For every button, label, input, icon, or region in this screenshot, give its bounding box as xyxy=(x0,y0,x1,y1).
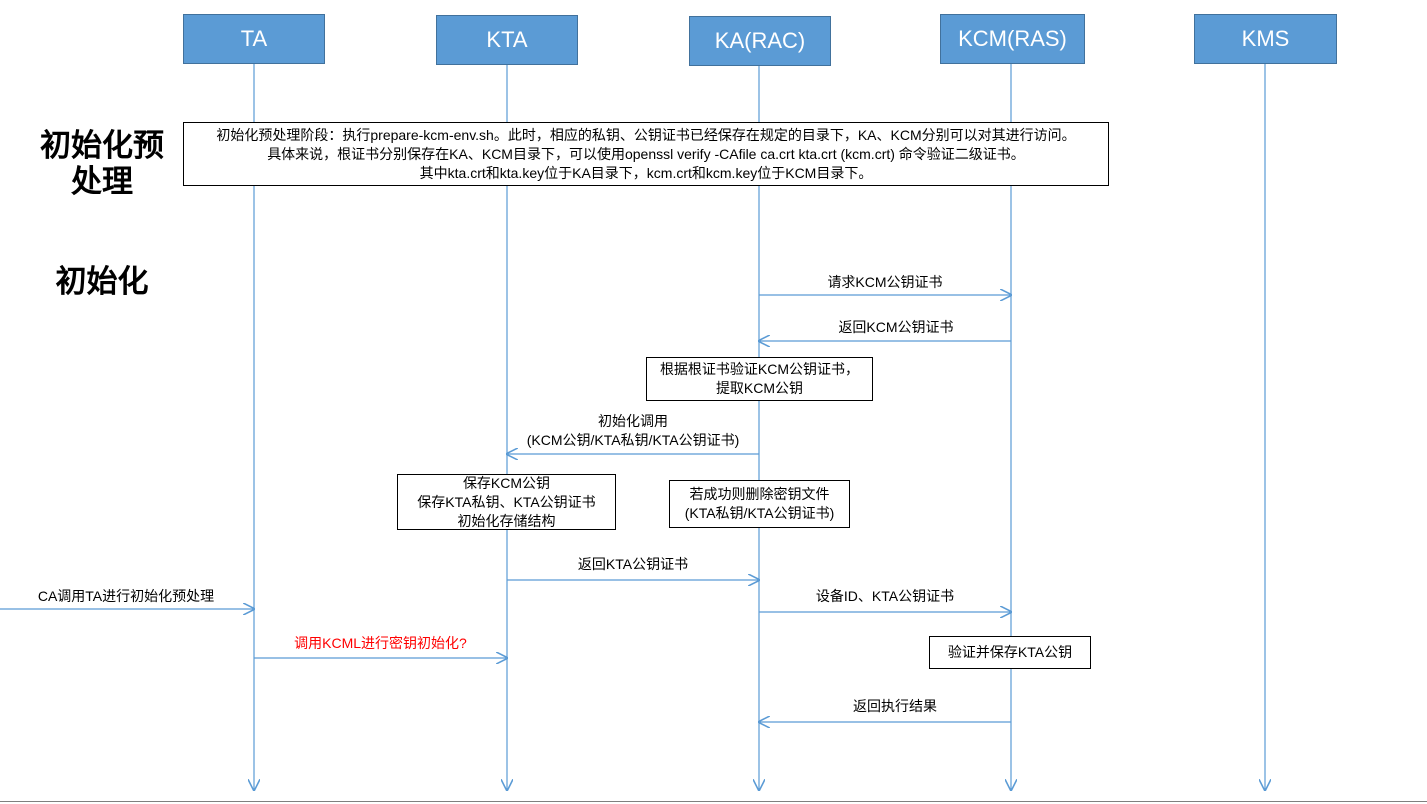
note-delete-key-line-1: 若成功则删除密钥文件 xyxy=(689,486,830,502)
note-verify-kta-line-1: 验证并保存KTA公钥 xyxy=(947,644,1073,660)
note-preprocess-line-2: 具体来说，根证书分别保存在KA、KCM目录下，可以使用openssl verif… xyxy=(267,145,1025,162)
note-kta-save-line-2: 保存KTA私钥、KTA公钥证书 xyxy=(417,493,596,510)
actor-ka-rac-label: KA(RAC) xyxy=(714,28,806,53)
section-preprocess-title: 初始化预处理 xyxy=(40,128,164,200)
actor-kms: KMS xyxy=(1194,14,1337,64)
note-kta-save-line-3: 初始化存储结构 xyxy=(457,512,556,529)
label-init-call-line-1: 初始化调用 xyxy=(598,413,668,429)
note-kta-save: 保存KCM公钥 保存KTA私钥、KTA公钥证书 初始化存储结构 xyxy=(397,474,616,530)
note-preprocess: 初始化预处理阶段：执行prepare-kcm-env.sh。此时，相应的私钥、公… xyxy=(183,122,1109,186)
note-delete-key-file: 若成功则删除密钥文件 (KTA私钥/KTA公钥证书) xyxy=(669,480,850,528)
label-init-call-line-2: (KCM公钥/KTA私钥/KTA公钥证书) xyxy=(526,432,740,448)
actor-kcm-ras-label: KCM(RAS) xyxy=(958,26,1067,51)
section-init-title: 初始化 xyxy=(55,264,149,300)
actor-ta-label: TA xyxy=(240,26,268,51)
note-verify-kcm-cert: 根据根证书验证KCM公钥证书， 提取KCM公钥 xyxy=(646,357,873,401)
note-preprocess-line-1: 初始化预处理阶段：执行prepare-kcm-env.sh。此时，相应的私钥、公… xyxy=(216,126,1076,143)
label-call-kcml: 调用KCML进行密钥初始化? xyxy=(294,635,467,651)
actor-ka-rac: KA(RAC) xyxy=(689,16,831,66)
actor-kta: KTA xyxy=(436,15,578,65)
label-return-result: 返回执行结果 xyxy=(853,698,937,714)
actor-ta: TA xyxy=(183,14,325,64)
page-bottom-border xyxy=(0,801,1427,802)
actor-kms-label: KMS xyxy=(1241,26,1290,51)
actor-kta-label: KTA xyxy=(486,27,528,52)
note-verify-kcm-line-2: 提取KCM公钥 xyxy=(715,380,804,396)
note-verify-kta-key: 验证并保存KTA公钥 xyxy=(929,636,1091,669)
label-return-kta-cert: 返回KTA公钥证书 xyxy=(577,556,689,572)
label-device-id: 设备ID、KTA公钥证书 xyxy=(815,588,955,604)
label-request-kcm-cert: 请求KCM公钥证书 xyxy=(827,274,943,290)
actor-kcm-ras: KCM(RAS) xyxy=(940,14,1085,64)
note-verify-kcm-line-1: 根据根证书验证KCM公钥证书， xyxy=(659,361,860,377)
label-init-call: 初始化调用 (KCM公钥/KTA私钥/KTA公钥证书) xyxy=(507,412,759,450)
label-ca-call-ta: CA调用TA进行初始化预处理 xyxy=(37,588,215,604)
note-delete-key-line-2: (KTA私钥/KTA公钥证书) xyxy=(684,505,835,521)
label-return-kcm-cert: 返回KCM公钥证书 xyxy=(838,319,954,335)
note-kta-save-line-1: 保存KCM公钥 xyxy=(462,474,551,491)
note-preprocess-line-3: 其中kta.crt和kta.key位于KA目录下，kcm.crt和kcm.key… xyxy=(419,164,873,181)
